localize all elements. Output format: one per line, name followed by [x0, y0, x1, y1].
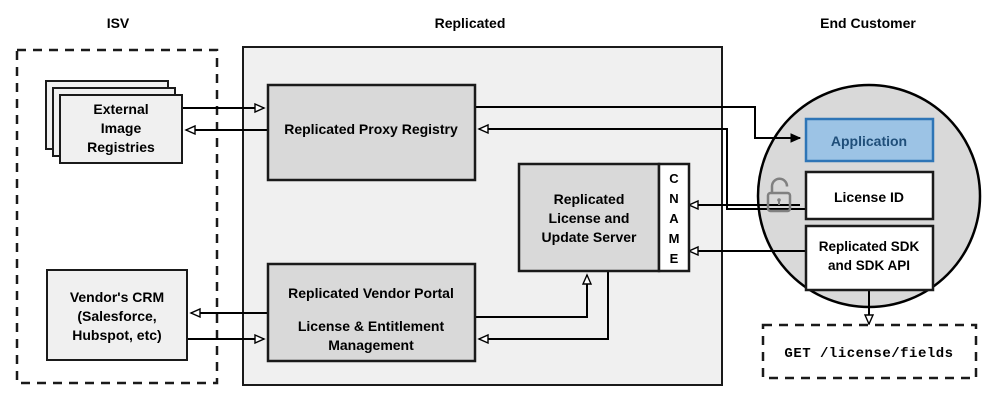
proxy-registry-box	[266, 83, 477, 182]
registries-label-line2: Image	[101, 120, 142, 136]
zone-label-isv: ISV	[107, 15, 130, 31]
registries-label-line1: External	[93, 101, 148, 117]
vendor-portal-label-line3: Management	[328, 337, 414, 353]
node-replicated-proxy-registry[interactable]: Replicated Proxy Registry	[266, 83, 477, 182]
registry-stack-front	[59, 94, 183, 164]
api-call-box	[761, 323, 978, 380]
application-label: Application	[831, 133, 907, 149]
unlock-icon-keyslot	[778, 201, 780, 205]
cname-letter-c: C	[669, 171, 679, 186]
crm-label-line1: Vendor's CRM	[70, 289, 164, 305]
vendor-portal-box	[266, 262, 477, 363]
license-id-label: License ID	[834, 189, 904, 205]
vendor-portal-label-line2: License & Entitlement	[298, 318, 445, 334]
edge-portal-to-license-server	[475, 275, 587, 318]
application-box	[804, 117, 935, 163]
crm-label-line2: (Salesforce,	[77, 308, 156, 324]
license-id-box	[804, 170, 935, 221]
crm-label-line3: Hubspot, etc)	[72, 327, 161, 343]
license-server-label-line2: License and	[549, 210, 630, 226]
cname-letter-m: M	[669, 231, 680, 246]
node-vendors-crm[interactable]: Vendor's CRM (Salesforce, Hubspot, etc)	[46, 269, 188, 361]
proxy-registry-label: Replicated Proxy Registry	[284, 121, 458, 137]
unlock-icon-body	[766, 191, 792, 213]
edge-license-server-to-portal	[479, 271, 609, 339]
cname-letter-e: E	[670, 251, 679, 266]
unlock-icon-keyhole	[777, 198, 781, 202]
zone-label-end-customer: End Customer	[820, 15, 916, 31]
replicated-sdk-box	[804, 224, 935, 292]
node-application[interactable]: Application	[804, 117, 935, 163]
cname-letter-n: N	[669, 191, 678, 206]
node-cname-strip[interactable]: C N A M E	[657, 162, 691, 273]
node-replicated-sdk[interactable]: Replicated SDK and SDK API	[804, 224, 935, 292]
node-api-call[interactable]: GET /license/fields	[761, 323, 978, 380]
node-replicated-license-update-server[interactable]: Replicated License and Update Server	[517, 162, 661, 273]
cname-box	[657, 162, 691, 273]
unlock-icon	[766, 177, 792, 213]
node-external-image-registries[interactable]: External Image Registries	[45, 80, 183, 164]
edge-proxy-to-application	[475, 106, 802, 143]
crm-box	[46, 269, 188, 361]
registries-label-line3: Registries	[87, 139, 155, 155]
api-call-label: GET /license/fields	[784, 346, 953, 362]
vendor-portal-label-line1: Replicated Vendor Portal	[288, 285, 454, 301]
cname-letter-a: A	[669, 211, 679, 226]
zone-label-replicated: Replicated	[435, 15, 506, 31]
node-replicated-vendor-portal[interactable]: Replicated Vendor Portal License & Entit…	[266, 262, 477, 363]
edge-application-to-proxy	[479, 129, 806, 210]
license-server-label-line3: Update Server	[542, 229, 637, 245]
license-server-label-line1: Replicated	[554, 191, 625, 207]
node-license-id[interactable]: License ID	[804, 170, 935, 221]
sdk-label-line1: Replicated SDK	[819, 239, 920, 254]
unlock-icon-shackle	[770, 177, 789, 193]
sdk-label-line2: and SDK API	[828, 258, 910, 273]
